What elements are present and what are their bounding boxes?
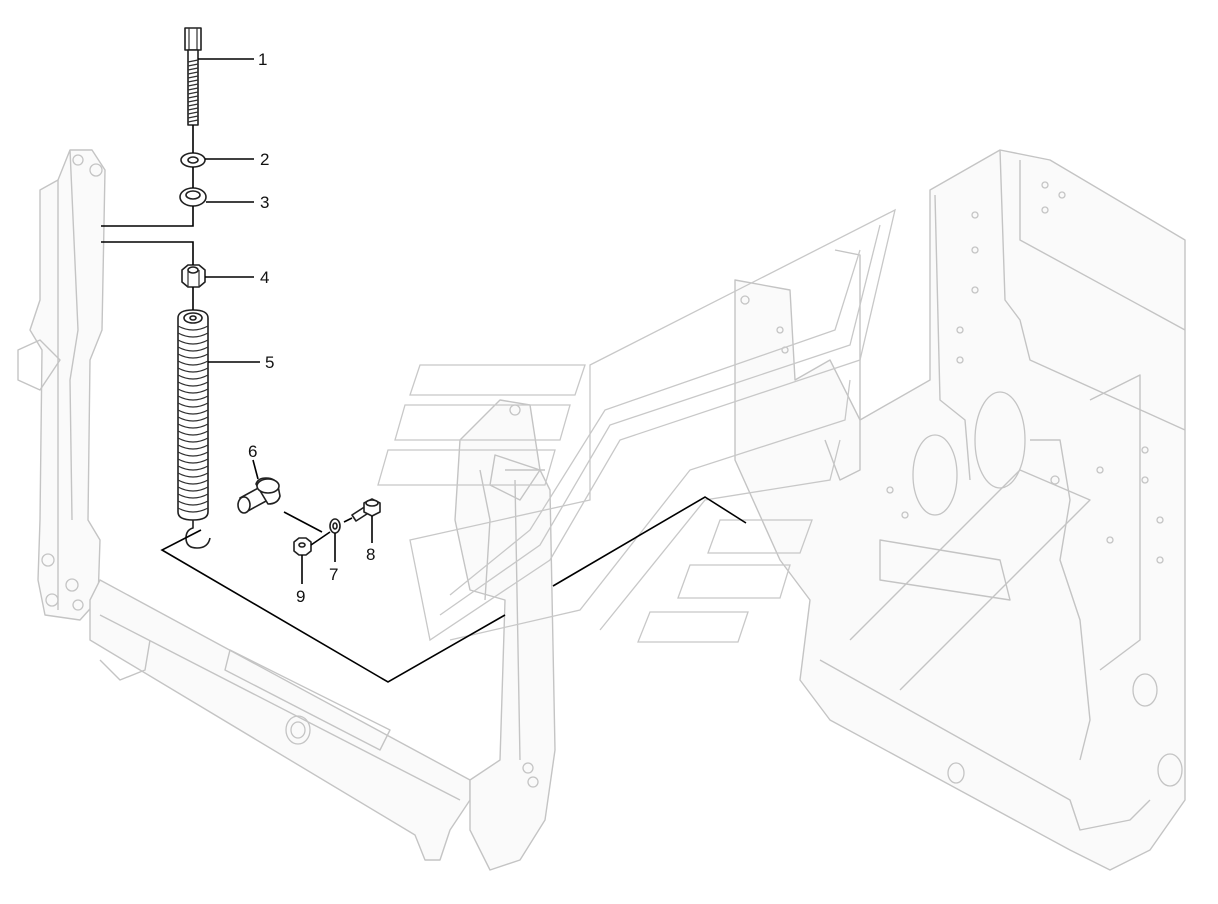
lower-beam — [89, 579, 471, 861]
beam-hole — [285, 715, 311, 745]
nut-axis-line — [101, 241, 194, 310]
callout-3: 3 — [260, 193, 269, 212]
callout-5: 5 — [265, 353, 274, 372]
center-post — [454, 399, 556, 871]
nut — [181, 264, 206, 288]
small-washer — [329, 518, 341, 534]
nut-to-washer-line — [310, 531, 331, 546]
body-rivets — [740, 181, 1164, 564]
post-hole — [522, 762, 534, 774]
callout-6: 6 — [248, 442, 257, 461]
callout-9: 9 — [296, 587, 305, 606]
body-opening — [912, 434, 958, 516]
hardware-parts — [177, 27, 381, 556]
post-hole — [45, 593, 59, 607]
callout-4: 4 — [260, 268, 269, 287]
right-machine-body — [734, 149, 1186, 871]
small-bolt — [351, 498, 381, 522]
assembly-lines — [101, 125, 747, 683]
lock-washer — [179, 187, 207, 207]
callout-labels: 1 2 3 4 5 6 7 8 9 — [248, 50, 375, 606]
body-opening — [1132, 673, 1158, 707]
callout-2: 2 — [260, 150, 269, 169]
callout-8: 8 — [366, 545, 375, 564]
body-opening — [974, 391, 1026, 489]
post-hole — [41, 553, 55, 567]
pivot-connection-line — [552, 496, 747, 587]
bolt-axis-line — [101, 125, 194, 227]
callout-leaders — [198, 58, 373, 584]
hook-connection-line — [160, 529, 506, 683]
watermark-logo — [377, 208, 896, 643]
post-hole — [89, 163, 103, 177]
bolt — [184, 27, 202, 126]
pin-axis-line — [283, 511, 353, 533]
spring — [177, 309, 211, 549]
post-hole — [527, 776, 539, 788]
bushing — [237, 477, 281, 514]
callout-1: 1 — [258, 50, 267, 69]
beam-hole — [947, 762, 965, 784]
body-opening — [1157, 753, 1183, 787]
machine-frame — [17, 149, 1186, 871]
small-nut — [293, 537, 312, 556]
left-post — [29, 149, 106, 621]
post-hole — [72, 154, 84, 166]
post-hole — [72, 599, 84, 611]
post-hole — [65, 578, 79, 592]
callout-7: 7 — [329, 565, 338, 584]
washer — [180, 152, 206, 168]
